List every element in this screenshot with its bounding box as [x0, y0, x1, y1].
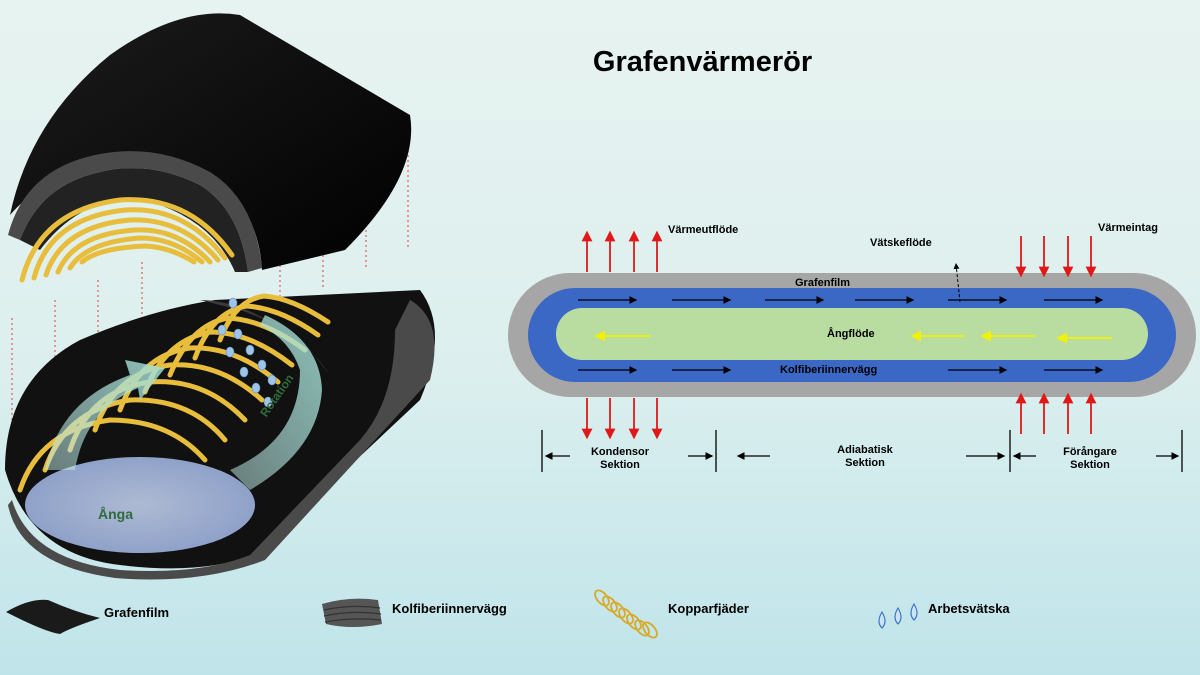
- carbon-wall-label: Kolfiberiinnervägg: [780, 364, 878, 376]
- vapor-label: Ånga: [98, 506, 133, 522]
- legend-label-carbon-fiber-wall: Kolfiberiinnervägg: [392, 601, 507, 616]
- vapor-flow-arrows: [594, 330, 1112, 344]
- evaporator-section-label: Förångare Sektion: [1063, 446, 1117, 471]
- upper-half-shell: [8, 13, 412, 283]
- liquid-flow-label: Vätskeflöde: [870, 237, 932, 249]
- page-title: Grafenvärmerör: [592, 46, 813, 78]
- liquid-flow-arrows: [578, 296, 1104, 374]
- legend-label-graphene-film: Grafenfilm: [104, 605, 170, 620]
- heat-out-arrows: [581, 230, 663, 440]
- adiabatic-section-label: Adiabatisk Sektion: [837, 444, 893, 469]
- section-markers: [541, 430, 1183, 472]
- liquid-flow-pointer: [953, 263, 961, 303]
- heat-in-label: Värmeintag: [1098, 222, 1158, 234]
- graphene-film-icon: [6, 599, 100, 634]
- heat-in-arrows: [1015, 236, 1097, 434]
- legend-label-working-fluid: Arbetsvätska: [928, 601, 1010, 616]
- copper-spring-icon: [594, 589, 658, 639]
- graphene-film-label: Grafenfilm: [795, 277, 851, 289]
- heat-out-label: Värmeutflöde: [668, 224, 739, 236]
- condenser-section-label: Kondensor Sektion: [590, 446, 650, 471]
- carbon-fiber-wall-icon: [322, 598, 382, 627]
- lower-half-shell: [5, 290, 435, 580]
- vapor-core: [556, 308, 1148, 360]
- legend-label-copper-spring: Kopparfjäder: [668, 601, 749, 616]
- working-fluid-icon: [878, 602, 918, 629]
- vapor-flow-label: Ångflöde: [827, 328, 875, 340]
